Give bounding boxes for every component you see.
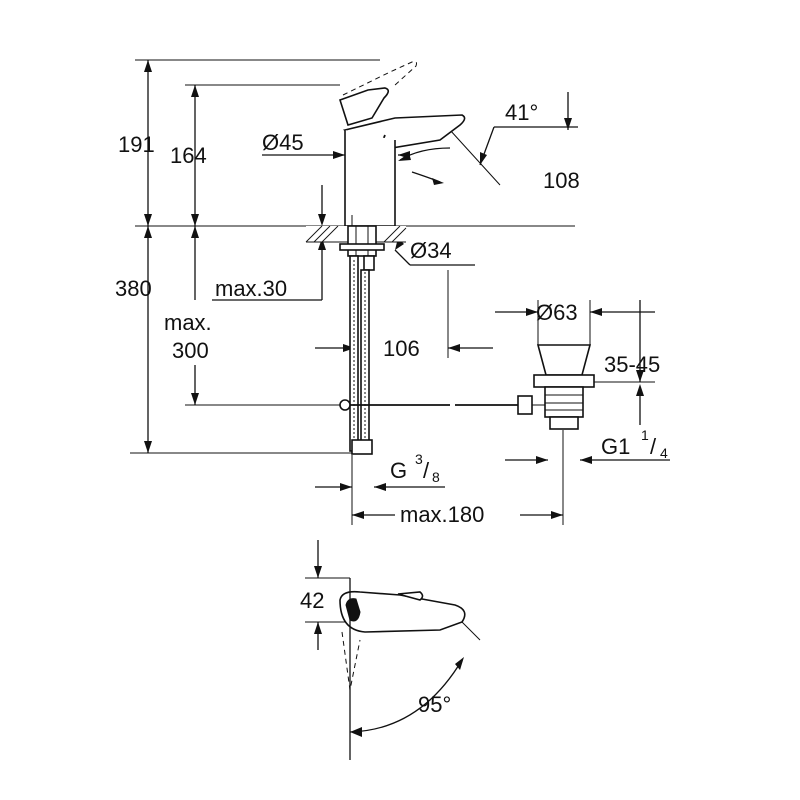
label-max180: max.180 (400, 502, 484, 527)
label-max30: max.30 (215, 276, 287, 301)
label-angle-95: 95° (418, 692, 451, 717)
label-g: G (390, 458, 407, 483)
label-angle-41: 41° (505, 100, 538, 125)
leader-g-3-8 (315, 483, 445, 491)
leader-reach-108 (398, 129, 501, 186)
label-106: 106 (383, 336, 420, 361)
label-max: max. (164, 310, 212, 335)
dim-line-106 (315, 270, 493, 358)
dim-line-164 (191, 85, 199, 226)
label-g-slash: / (423, 458, 430, 483)
popup-waste (339, 344, 595, 430)
label-42: 42 (300, 588, 324, 613)
label-g1: G1 (601, 434, 630, 459)
label-380: 380 (115, 276, 152, 301)
label-g-den: 8 (432, 469, 440, 485)
dim-line-380 (144, 226, 152, 453)
top-view (305, 540, 481, 760)
lever-top (339, 590, 466, 633)
dim-line-max180 (351, 430, 564, 525)
supply-hoses (349, 255, 373, 455)
dim-line-max300 (191, 226, 199, 405)
label-108: 108 (543, 168, 580, 193)
label-g1-den: 4 (660, 445, 668, 461)
leader-g1-1-4 (505, 456, 670, 464)
label-g1-slash: / (650, 434, 657, 459)
label-diameter-34: Ø34 (410, 238, 452, 263)
label-g-num: 3 (415, 451, 423, 467)
faucet-side-view (305, 61, 466, 455)
lever (339, 87, 390, 126)
faucet-body (344, 130, 396, 227)
label-300: 300 (172, 338, 209, 363)
dim-line-63 (495, 300, 655, 345)
label-diameter-45: Ø45 (262, 130, 304, 155)
leader-angle-41 (479, 92, 578, 166)
label-164: 164 (170, 143, 207, 168)
dim-line-191 (144, 60, 152, 226)
label-35-45: 35-45 (604, 352, 660, 377)
label-191: 191 (118, 132, 155, 157)
label-diameter-63: Ø63 (536, 300, 578, 325)
label-g1-num: 1 (641, 427, 649, 443)
leader-max30 (212, 185, 326, 301)
